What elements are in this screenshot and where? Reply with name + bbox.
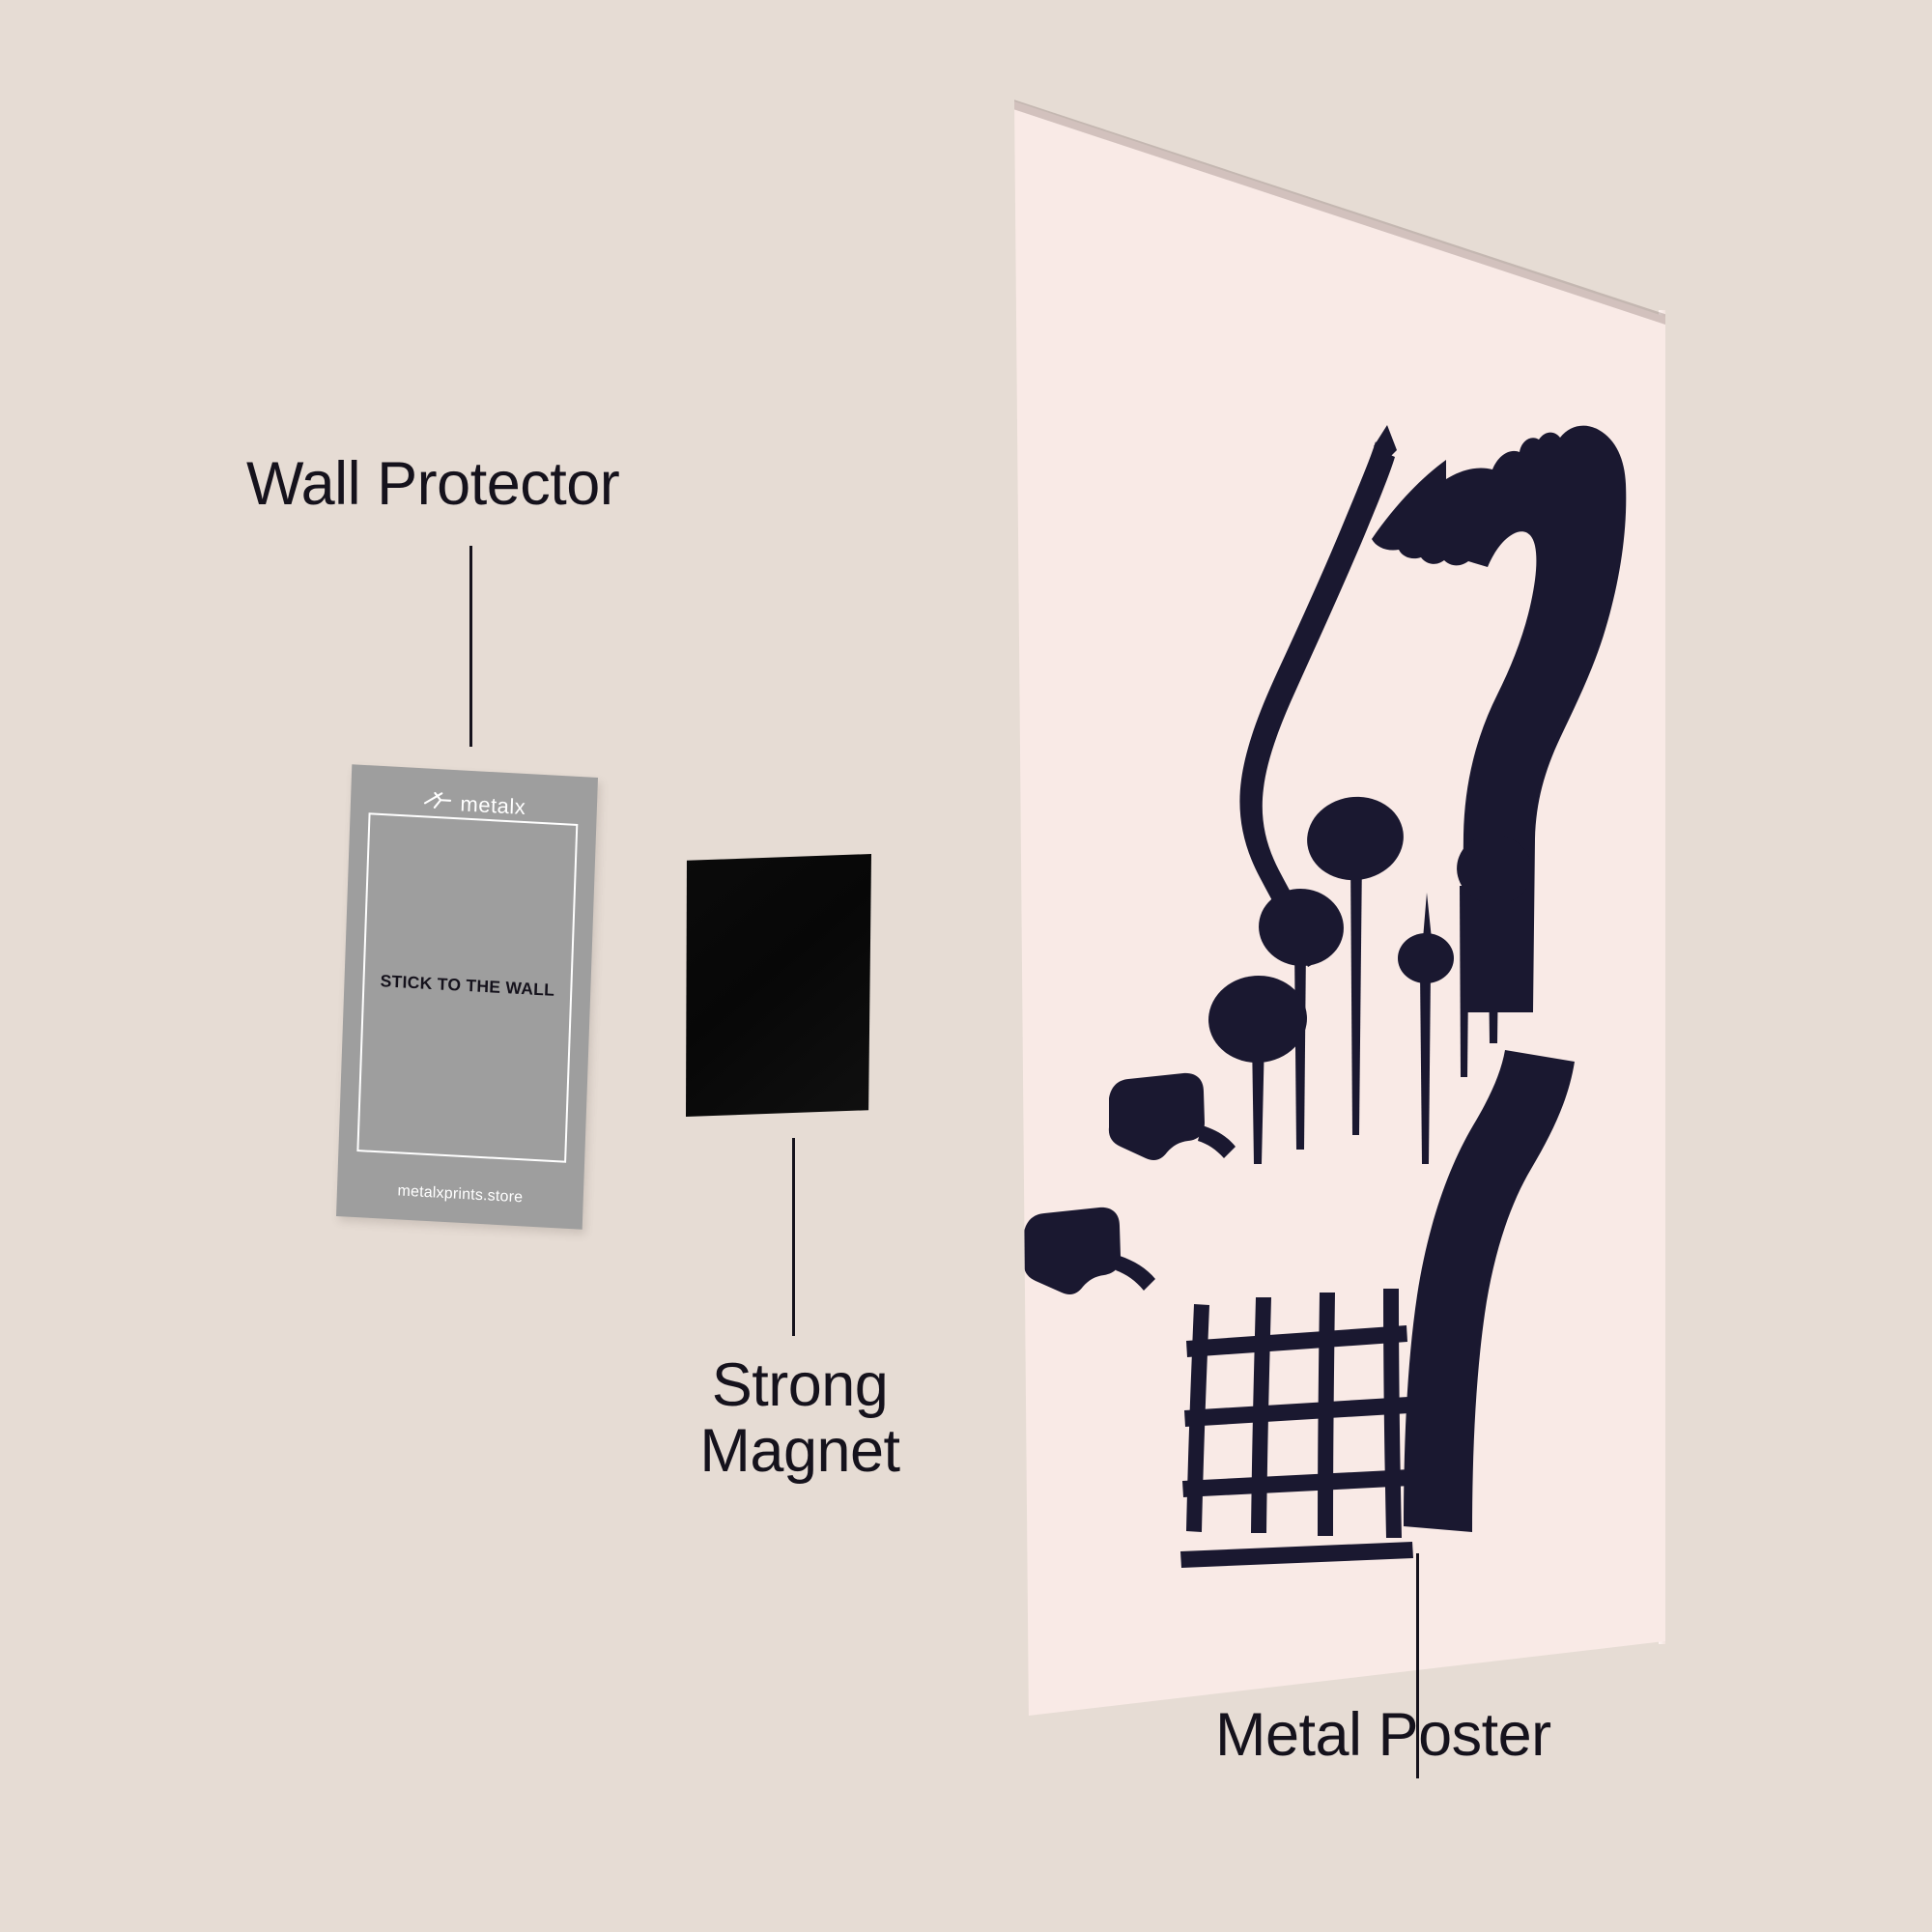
leader-line-metal-poster	[1416, 1553, 1419, 1778]
callout-label-strong-magnet: Strong Magnet	[699, 1351, 900, 1486]
metalx-logo-icon	[421, 789, 453, 817]
leader-line-wall-protector	[469, 546, 472, 747]
callout-label-metal-poster: Metal Poster	[1215, 1701, 1551, 1769]
poster-artwork	[1014, 101, 1665, 1716]
brand-logo: metalx	[351, 785, 598, 825]
strong-magnet-square[interactable]	[686, 854, 871, 1117]
magnet-face	[686, 854, 871, 1117]
leader-line-strong-magnet	[792, 1138, 795, 1336]
callout-label-wall-protector: Wall Protector	[246, 450, 620, 518]
wall-protector-card[interactable]: metalx STICK TO THE WALL metalxprints.st…	[335, 764, 599, 1230]
poster-face	[1014, 101, 1665, 1716]
metal-poster-panel[interactable]	[1012, 97, 1665, 1716]
brand-name: metalx	[460, 791, 526, 820]
